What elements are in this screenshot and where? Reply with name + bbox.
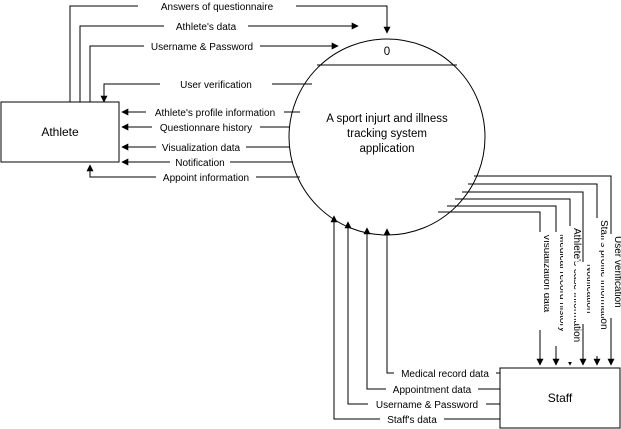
svg-text:Notification: Notification — [584, 264, 595, 313]
svg-text:Answers of questionnaire: Answers of questionnaire — [161, 2, 274, 13]
svg-text:Username & Password: Username & Password — [376, 400, 478, 411]
process-title-line-2: tracking system — [347, 128, 427, 140]
svg-text:Username & Password: Username & Password — [151, 42, 253, 53]
flow-appointment-data: Appointment data — [363, 227, 500, 396]
flow-questionnare-history: Questionnare history — [121, 121, 290, 134]
svg-text:Staff's data: Staff's data — [387, 415, 437, 426]
svg-text:Appoint information: Appoint information — [163, 173, 249, 184]
flow-appoint-information: Appoint information — [86, 164, 300, 184]
process-number: 0 — [384, 46, 390, 58]
flow-athlete-notification: Notification — [121, 156, 293, 169]
svg-text:Questionnare history: Questionnare history — [160, 123, 252, 134]
svg-text:Athlete's data: Athlete's data — [176, 22, 237, 33]
athlete-entity-label: Athlete — [41, 125, 79, 139]
flow-staff-username-password: Username & Password — [344, 221, 500, 411]
svg-text:Notification: Notification — [175, 158, 224, 169]
athlete-entity — [0, 101, 120, 163]
flow-staffs-data: Staff's data — [330, 215, 500, 426]
flow-staffs-profile-information: Staff's profile information — [468, 183, 609, 366]
svg-text:Staff's profile information: Staff's profile information — [598, 220, 609, 330]
flow-athletes-data: Athlete's data — [79, 20, 359, 102]
svg-text:Medical record history: Medical record history — [557, 234, 568, 332]
flow-staff-user-verification: User verification — [474, 175, 621, 366]
flow-staff-notification: Notification — [462, 191, 595, 366]
svg-text:Medical record data: Medical record data — [401, 369, 489, 380]
svg-text:User verification: User verification — [180, 80, 252, 91]
staff-entity-label: Staff — [548, 391, 573, 405]
process-title-line-1: A sport injurt and illness — [326, 113, 448, 125]
flow-answers-of-questionnaire: Answers of questionnaire — [69, 0, 391, 102]
flow-athletes-profile-information: Athlete's profile information — [121, 106, 300, 119]
flow-medical-record-data: Medical record data — [383, 228, 500, 380]
svg-text:User verification: User verification — [612, 236, 621, 308]
flow-athlete-user-verification: User verification — [100, 78, 312, 103]
flow-athlete-username-password: Username & Password — [89, 40, 339, 102]
svg-text:Athlete's profile information: Athlete's profile information — [155, 108, 275, 119]
svg-text:Visualization data: Visualization data — [541, 234, 552, 313]
flow-athlete-visualization-data: Visualization data — [121, 141, 290, 154]
svg-text:Visualization data: Visualization data — [162, 143, 241, 154]
flow-staff-visualization-data: Visualization data — [438, 211, 552, 366]
process-title-line-3: application — [360, 143, 415, 155]
staff-entity — [499, 367, 621, 429]
svg-text:Appointment data: Appointment data — [393, 385, 472, 396]
flow-medical-record-history: Medical record history — [447, 205, 568, 366]
